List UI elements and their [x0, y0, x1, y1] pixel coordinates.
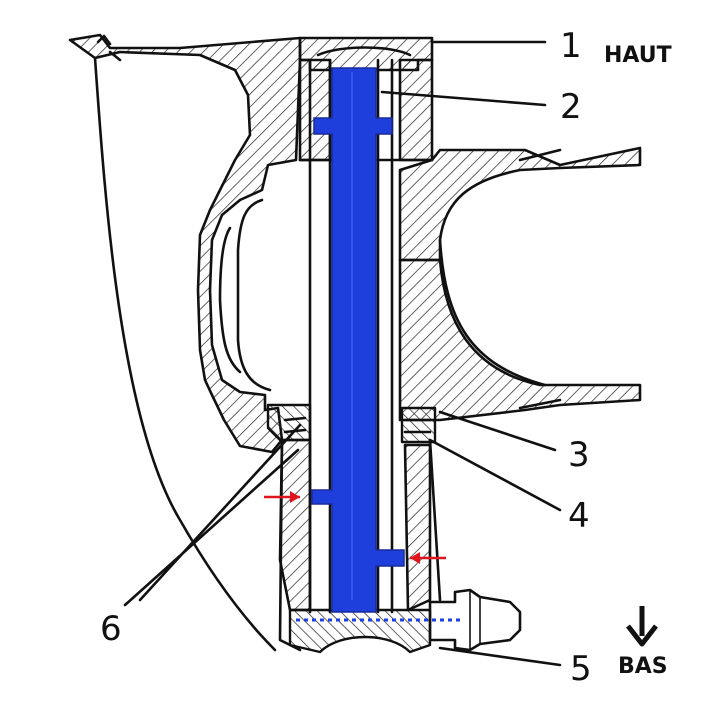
callout-2: 2 [560, 87, 582, 127]
axle-arm-upper [398, 146, 642, 262]
callout-4: 4 [568, 496, 590, 536]
kingpin-sleeve [308, 58, 394, 614]
callout-5: 5 [570, 649, 592, 689]
label-bottom: BAS [618, 654, 668, 679]
kingpin-shaft [311, 67, 405, 613]
callout-3: 3 [568, 435, 590, 475]
upper-bushing [298, 58, 434, 162]
label-top: HAUT [604, 43, 672, 68]
lower-housing [278, 438, 442, 652]
leader-lines [123, 40, 562, 667]
bottom-cap [288, 608, 432, 654]
red-arrow-icon [264, 491, 300, 503]
red-arrow-icon [410, 552, 446, 564]
housing-cavity [218, 198, 272, 392]
grease-nipple [428, 588, 522, 652]
callout-1: 1 [560, 26, 582, 66]
axle-arm-lower [398, 238, 642, 422]
steering-knuckle-housing [68, 33, 302, 652]
arrow-down-icon [626, 606, 658, 647]
thrust-bearing [266, 403, 437, 444]
callout-6: 6 [100, 609, 122, 649]
